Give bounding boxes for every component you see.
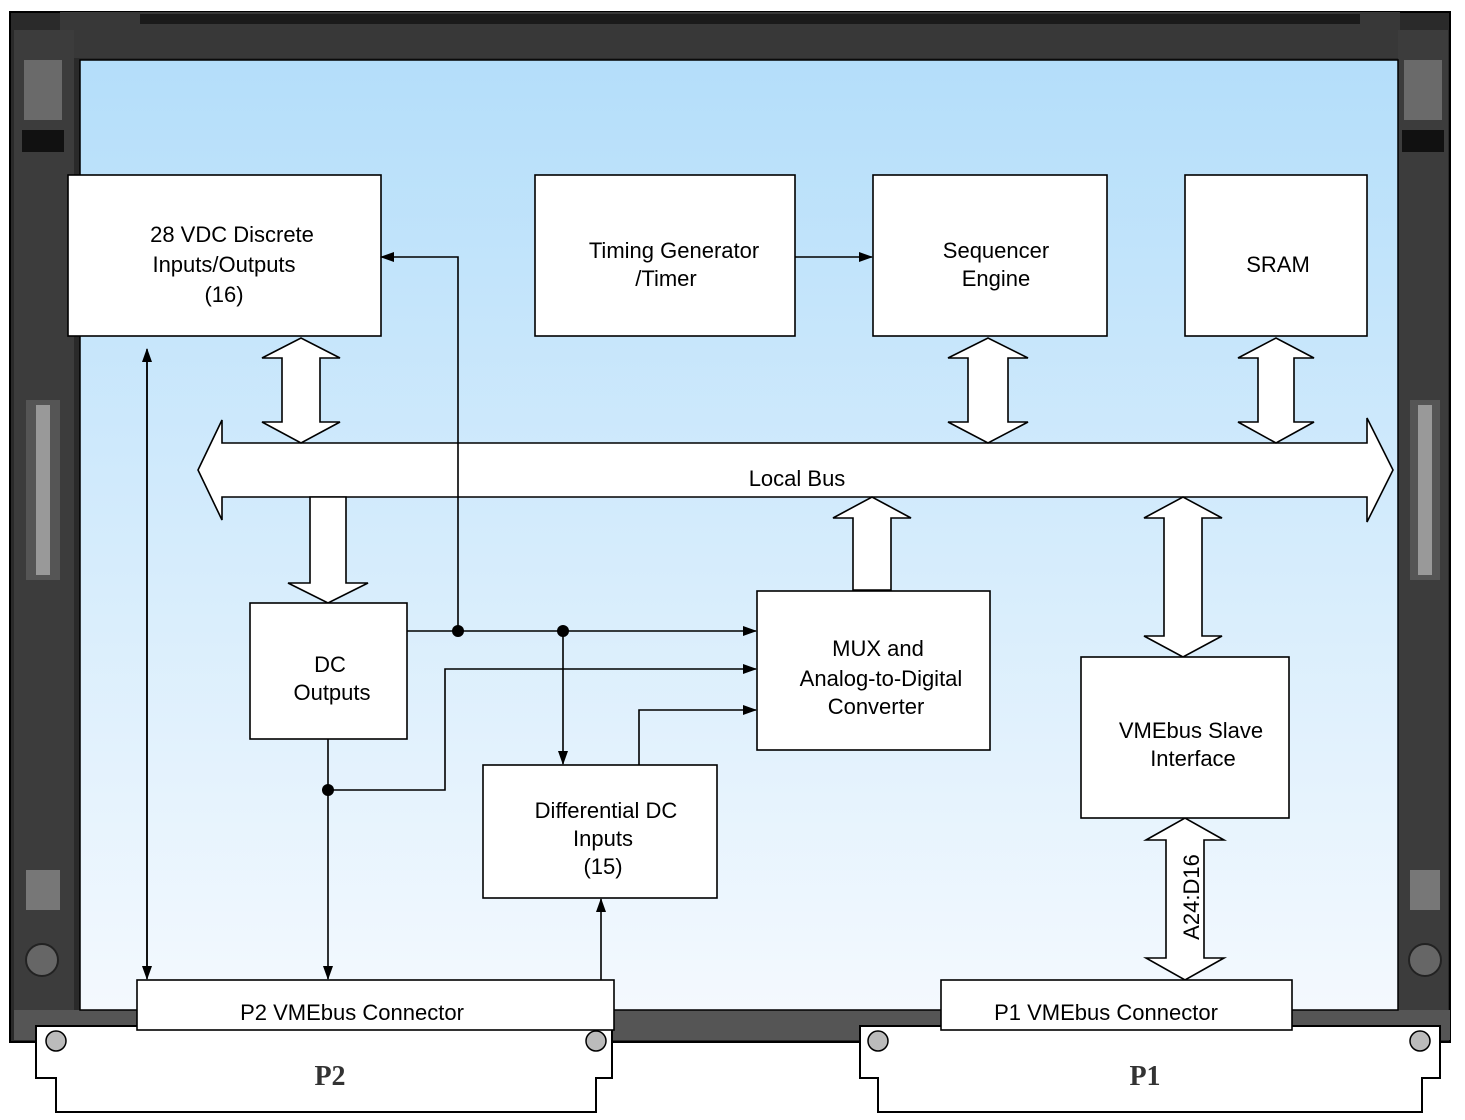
- svg-text:Engine: Engine: [962, 266, 1031, 291]
- p1-connector-block: P1 VMEbus Connector: [940, 979, 1293, 1031]
- svg-text:28 VDC Discrete: 28 VDC Discrete: [150, 222, 314, 247]
- svg-text:Interface: Interface: [1150, 746, 1236, 771]
- svg-text:Outputs: Outputs: [293, 680, 370, 705]
- svg-text:MUX and: MUX and: [832, 636, 924, 661]
- p2-connector-block: P2 VMEbus Connector: [136, 979, 615, 1031]
- adc-bus-arrow: [832, 496, 912, 591]
- mux-adc-block: MUX and Analog-to-Digital Converter: [756, 590, 991, 751]
- vme-slave-bus-arrow: [1143, 496, 1223, 658]
- local-bus-label: Local Bus: [749, 466, 846, 491]
- dc-outputs-block: DC Outputs: [249, 602, 408, 740]
- svg-text:Sequencer: Sequencer: [943, 238, 1049, 263]
- dc-outputs-bus-arrow: [287, 496, 369, 604]
- sequencer-engine-block: Sequencer Engine: [872, 174, 1108, 337]
- svg-text:Inputs/Outputs: Inputs/Outputs: [152, 252, 295, 277]
- p1-connector-housing: [859, 1025, 1441, 1113]
- svg-text:Converter: Converter: [828, 694, 925, 719]
- p1-tab-label: P1: [1129, 1061, 1160, 1092]
- svg-text:/Timer: /Timer: [635, 266, 697, 291]
- svg-text:DC: DC: [314, 652, 346, 677]
- vme-slave-block: VMEbus Slave Interface: [1080, 656, 1290, 819]
- sram-bus-arrow: [1237, 337, 1315, 444]
- discrete-io-block: 28 VDC Discrete Inputs/Outputs (16): [67, 174, 382, 337]
- junction-to-discrete-io-line: [380, 252, 459, 631]
- differential-inputs-block: Differential DC Inputs (15): [482, 764, 718, 899]
- sequencer-bus-arrow: [947, 337, 1029, 444]
- svg-text:Analog-to-Digital: Analog-to-Digital: [800, 666, 963, 691]
- junction-dot-1: [452, 625, 464, 637]
- svg-text:Inputs: Inputs: [573, 826, 633, 851]
- svg-text:SRAM: SRAM: [1246, 252, 1310, 277]
- a24-d16-arrow: [1142, 817, 1228, 981]
- svg-text:(15): (15): [583, 854, 622, 879]
- p2-connector-housing: [35, 1025, 613, 1113]
- junction-dot-2: [557, 625, 569, 637]
- svg-text:P2 VMEbus Connector: P2 VMEbus Connector: [240, 1000, 464, 1025]
- p2-tab-label: P2: [314, 1061, 345, 1092]
- sram-block: SRAM: [1184, 174, 1368, 337]
- svg-text:P1 VMEbus Connector: P1 VMEbus Connector: [994, 1000, 1218, 1025]
- discrete-io-bus-arrow: [261, 337, 341, 444]
- svg-text:Differential DC: Differential DC: [535, 798, 678, 823]
- svg-text:VMEbus Slave: VMEbus Slave: [1119, 718, 1263, 743]
- svg-text:(16): (16): [204, 282, 243, 307]
- a24-d16-label: A24:D16: [1179, 854, 1204, 940]
- timing-generator-block: Timing Generator /Timer: [534, 174, 796, 337]
- svg-text:Timing Generator: Timing Generator: [589, 238, 759, 263]
- diff-inputs-to-adc-line: [638, 705, 757, 765]
- local-bus-arrow: [197, 417, 1394, 523]
- dc-out-loop-to-adc-line: [328, 664, 757, 791]
